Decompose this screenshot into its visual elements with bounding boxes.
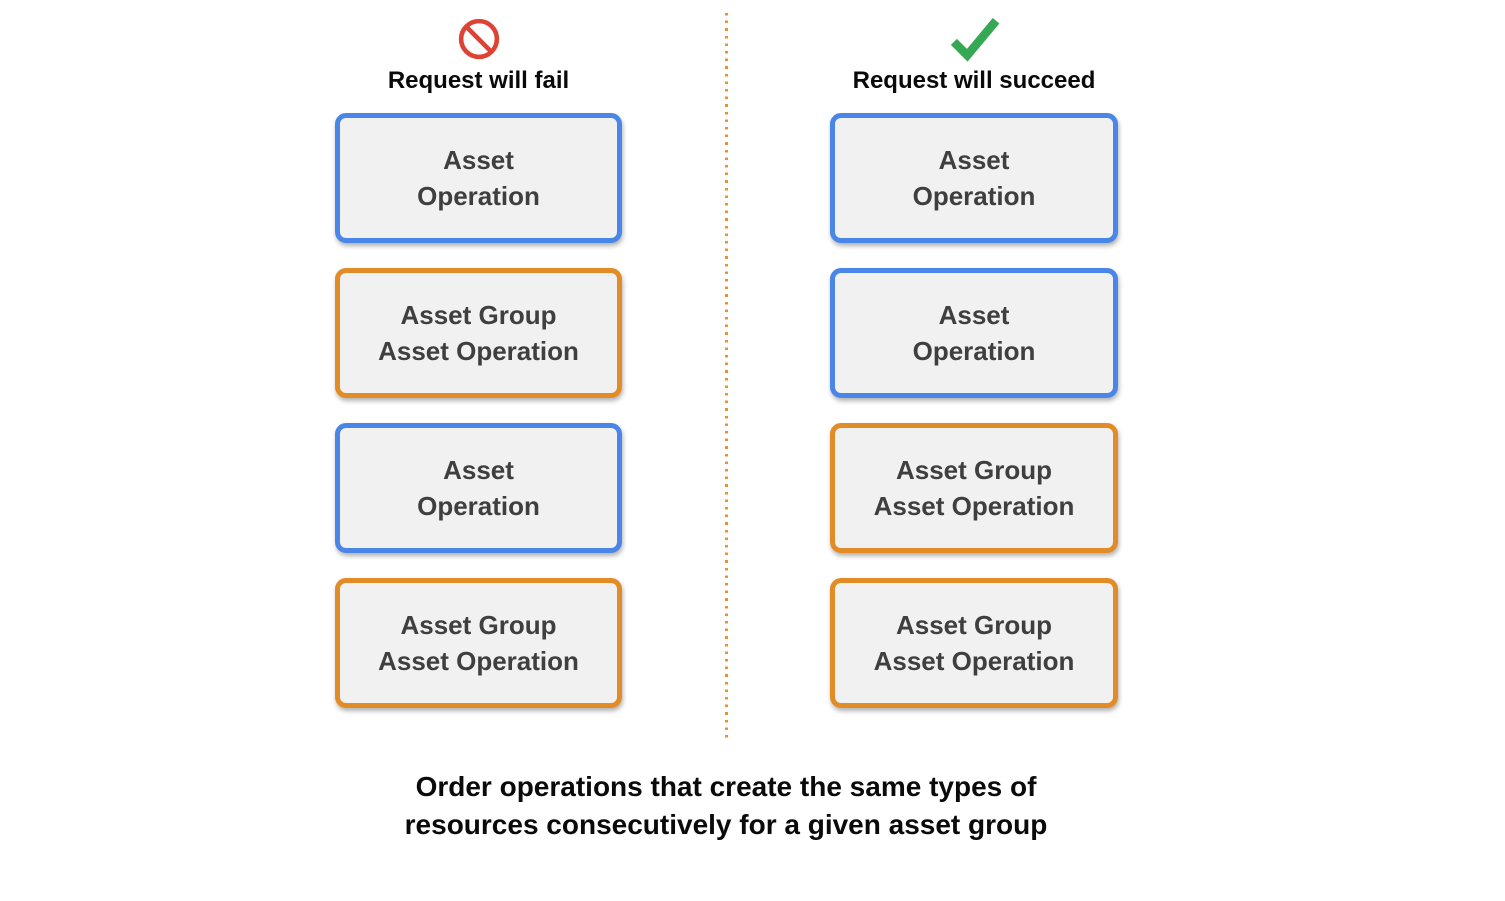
box-label-line: Asset Group	[895, 455, 1053, 485]
checkmark-icon	[945, 16, 1003, 62]
box-label-line: Asset	[938, 145, 1010, 175]
box-label-line: Operation	[912, 336, 1036, 366]
box-label-line: Asset Operation	[378, 646, 579, 676]
box-label-line: Asset Operation	[873, 646, 1075, 676]
box-label-line: Asset	[443, 455, 514, 485]
box-label-line: Operation	[912, 181, 1036, 211]
asset-group-asset-operation-box: Asset Group Asset Operation	[830, 423, 1118, 553]
box-label-line: Asset	[443, 145, 514, 175]
asset-operation-box: Asset Operation	[335, 423, 622, 553]
asset-group-asset-operation-box: Asset Group Asset Operation	[830, 578, 1118, 708]
fail-column: Request will fail Asset Operation Asset …	[335, 0, 622, 716]
box-label-line: Asset Group	[895, 610, 1053, 640]
box-label-line: Asset	[938, 300, 1010, 330]
box-label-line: Asset Group	[400, 300, 557, 330]
no-entry-icon	[457, 16, 501, 62]
caption-line: Order operations that create the same ty…	[415, 771, 1037, 802]
column-divider	[725, 13, 728, 739]
succeed-column: Request will succeed Asset Operation Ass…	[830, 0, 1118, 716]
asset-operation-box: Asset Operation	[335, 113, 622, 243]
asset-group-asset-operation-box: Asset Group Asset Operation	[335, 578, 622, 708]
asset-operation-box: Asset Operation	[830, 113, 1118, 243]
box-label-line: Operation	[417, 491, 540, 521]
caption: Order operations that create the same ty…	[126, 768, 1326, 844]
box-label-line: Asset Operation	[873, 491, 1075, 521]
box-label-line: Operation	[417, 181, 540, 211]
box-label-line: Asset Operation	[378, 336, 579, 366]
asset-operation-box: Asset Operation	[830, 268, 1118, 398]
succeed-column-title: Request will succeed	[852, 67, 1096, 94]
asset-group-asset-operation-box: Asset Group Asset Operation	[335, 268, 622, 398]
caption-line: resources consecutively for a given asse…	[404, 809, 1048, 840]
fail-column-title: Request will fail	[387, 67, 570, 94]
box-label-line: Asset Group	[400, 610, 557, 640]
